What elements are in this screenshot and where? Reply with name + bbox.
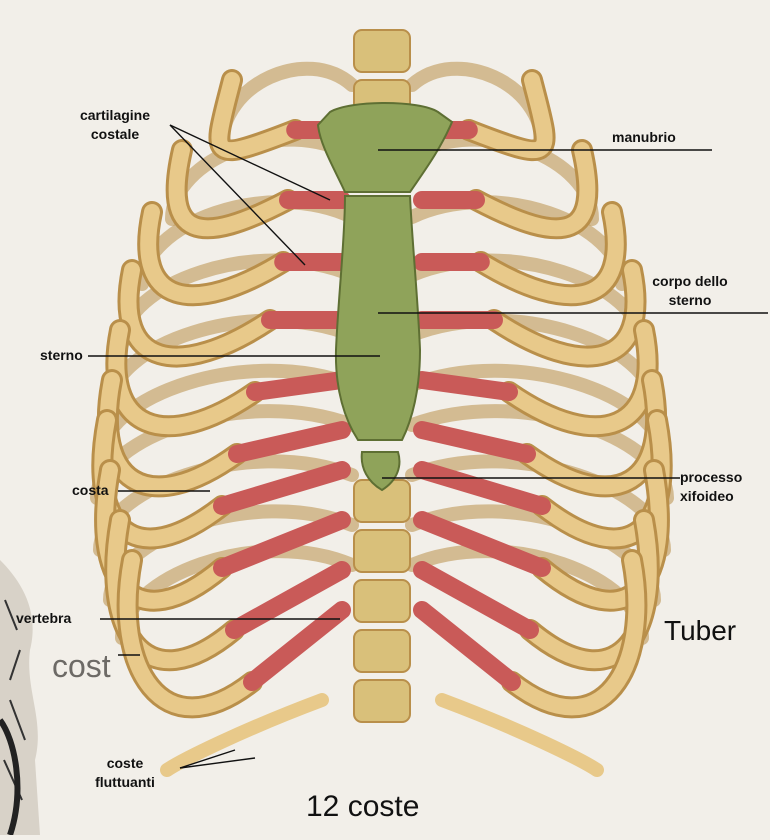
label-manubrio-text: manubrio	[612, 128, 676, 147]
label-cartilagine-costale-line2: costale	[60, 125, 170, 144]
label-coste-line1: coste	[70, 754, 180, 773]
costal-cartilage	[422, 470, 542, 506]
vertebra	[354, 30, 410, 72]
label-cartilagine-costale: cartilagine costale	[60, 106, 170, 144]
label-corpo-dello-sterno: corpo dello sterno	[640, 272, 740, 310]
label-processo-xifoideo: processo xifoideo	[680, 468, 742, 506]
label-costa-text: costa	[72, 481, 109, 500]
vertebra	[354, 580, 410, 622]
label-cartilagine-costale-line1: cartilagine	[60, 106, 170, 125]
overlap-text-left: cost	[52, 648, 111, 685]
manubrio-shape	[318, 103, 452, 192]
label-processo-line2: xifoideo	[680, 487, 742, 506]
label-vertebra-text: vertebra	[16, 609, 71, 628]
costal-cartilage	[422, 430, 527, 454]
label-manubrio: manubrio	[612, 128, 676, 147]
label-sterno: sterno	[40, 346, 83, 365]
label-processo-line1: processo	[680, 468, 742, 487]
label-sterno-text: sterno	[40, 346, 83, 365]
rib	[476, 150, 587, 228]
costal-cartilage	[237, 430, 342, 454]
costal-cartilage	[422, 380, 509, 392]
label-vertebra: vertebra	[16, 609, 71, 628]
costal-cartilage	[255, 380, 342, 392]
corpo-dello-sterno-shape	[336, 196, 420, 440]
costal-cartilage	[222, 470, 342, 506]
caption: 12 coste	[306, 790, 419, 824]
overlap-text-right: Tuber	[664, 615, 736, 647]
vertebra	[354, 530, 410, 572]
side-sketch	[0, 560, 40, 835]
label-corpo-line1: corpo dello	[640, 272, 740, 291]
label-corpo-line2: sterno	[640, 291, 740, 310]
label-costa: costa	[72, 481, 109, 500]
vertebra	[354, 680, 410, 722]
vertebra	[354, 630, 410, 672]
label-coste-line2: fluttuanti	[70, 773, 180, 792]
label-coste-fluttuanti: coste fluttuanti	[70, 754, 180, 792]
